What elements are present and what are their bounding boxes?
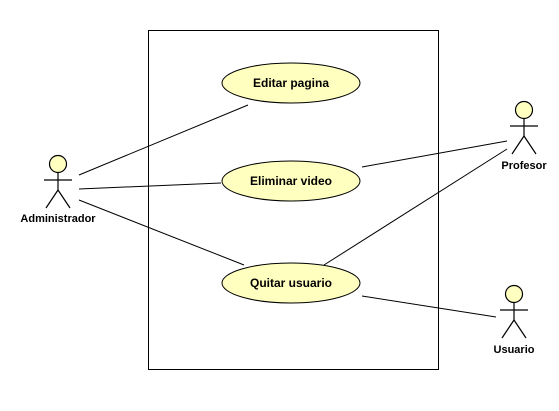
actor-head (48, 154, 68, 174)
actor-head (504, 284, 524, 304)
use-case-editar-pagina[interactable]: Editar pagina (221, 62, 361, 104)
actor-right-leg (513, 319, 527, 339)
actor-administrador[interactable]: Administrador (20, 154, 96, 226)
use-case-ellipse (221, 160, 361, 202)
use-case-ellipse (221, 262, 361, 304)
actor-left-leg (501, 319, 515, 339)
actor-right-leg (523, 135, 537, 155)
use-case-quitar-usuario[interactable]: Quitar usuario (221, 262, 361, 304)
actor-label: Profesor (501, 160, 547, 172)
associations (78, 104, 508, 318)
actor-head (514, 100, 534, 120)
actor-left-leg (511, 135, 525, 155)
association-administrador-eliminar (78, 182, 222, 190)
use-case-ellipse (221, 62, 361, 104)
actor-right-leg (57, 189, 71, 209)
actor-label: Usuario (494, 344, 535, 356)
association-administrador-quitar (78, 199, 245, 266)
association-profesor-eliminar (361, 140, 508, 168)
actor-profesor[interactable]: Profesor (501, 100, 547, 173)
association-usuario-quitar (361, 295, 497, 318)
actor-label: Administrador (20, 213, 96, 225)
association-profesor-quitar (323, 148, 508, 266)
use-case-label: Editar pagina (253, 76, 329, 90)
use-case-label: Quitar usuario (250, 276, 332, 290)
actor-left-leg (45, 189, 59, 209)
use-case-label: Eliminar video (250, 174, 332, 188)
system-boundary (148, 30, 439, 370)
use-case-eliminar-video[interactable]: Eliminar video (221, 160, 361, 202)
actor-usuario[interactable]: Usuario (494, 284, 535, 357)
association-administrador-editar (78, 104, 249, 176)
